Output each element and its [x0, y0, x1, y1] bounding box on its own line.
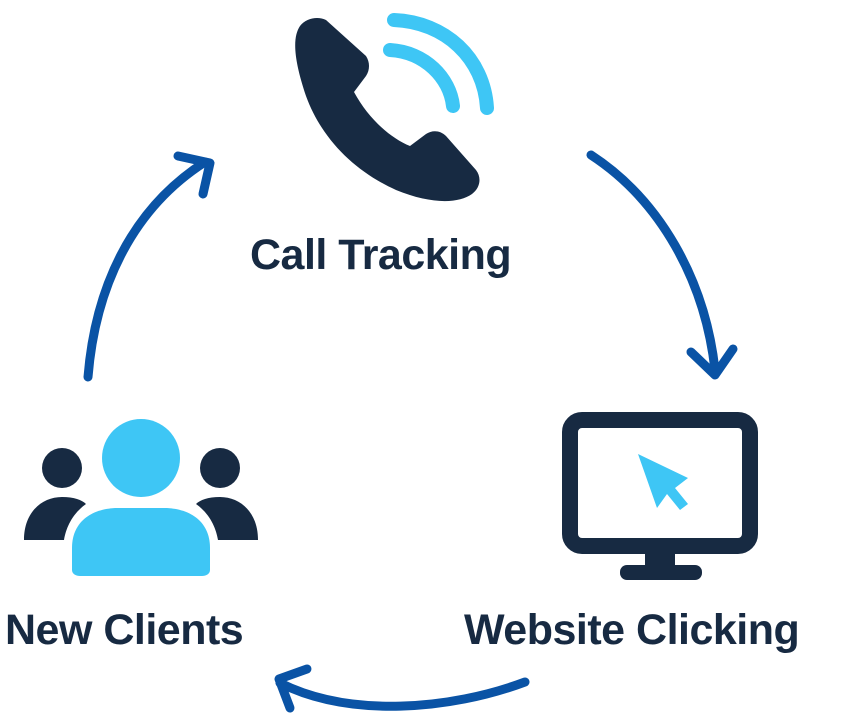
- node-label-call-tracking: Call Tracking: [250, 231, 512, 279]
- signal-waves-icon: [383, 13, 494, 115]
- arrow-web-to-new: [274, 664, 530, 713]
- arrow-call-to-web: [586, 150, 738, 380]
- phone-icon: [295, 18, 480, 202]
- node-label-new-clients: New Clients: [5, 606, 244, 654]
- cursor-icon: [638, 454, 688, 510]
- monitor-cursor-icon: [562, 412, 758, 580]
- users-group-icon: [24, 419, 258, 576]
- arrow-new-to-call: [83, 151, 215, 382]
- node-label-website-clicking: Website Clicking: [464, 606, 800, 654]
